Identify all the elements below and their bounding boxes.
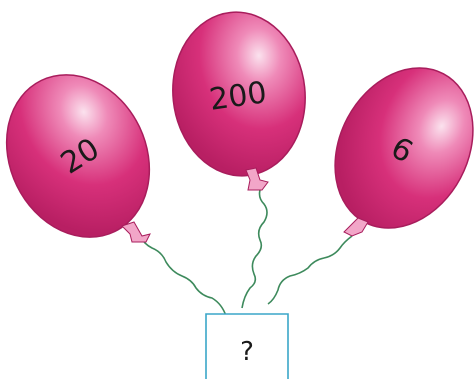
balloon-middle-knot xyxy=(245,167,269,191)
answer-box-label: ? xyxy=(240,337,254,367)
answer-box: ? xyxy=(205,313,289,379)
string-middle xyxy=(241,189,268,309)
balloon-right: 6 xyxy=(334,67,474,237)
balloon-middle-body xyxy=(172,11,306,177)
balloon-left: 20 xyxy=(5,74,151,243)
string-right xyxy=(267,235,353,305)
strings xyxy=(139,189,353,317)
answer-box-outline xyxy=(205,313,289,379)
balloon-left-body xyxy=(5,74,151,238)
balloon-right-knot xyxy=(343,217,369,237)
balloon-middle-label: 200 xyxy=(207,75,269,118)
balloon-left-knot xyxy=(121,221,151,243)
balloon-middle: 200 xyxy=(172,11,306,191)
string-left xyxy=(139,235,227,317)
